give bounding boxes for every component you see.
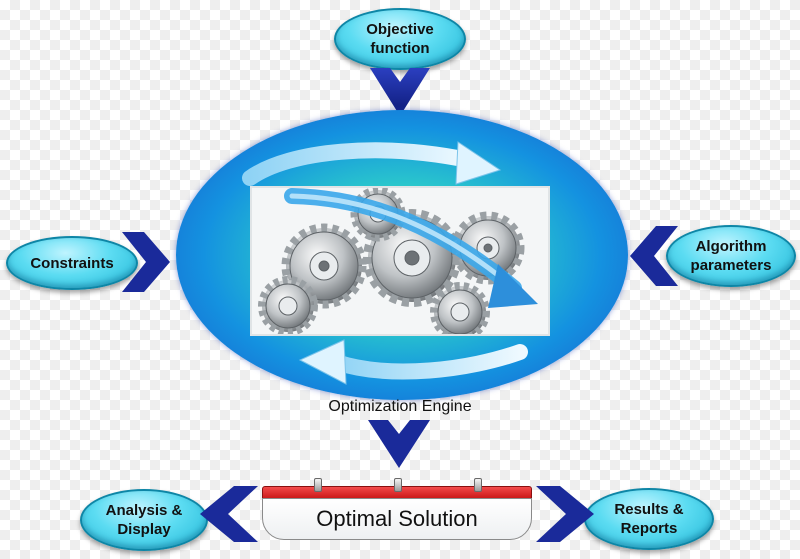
gears-icon [250, 186, 550, 336]
chevron-down-icon [368, 420, 430, 468]
binder-peg [314, 478, 322, 492]
chevron-right-icon [122, 232, 170, 292]
binder-peg [394, 478, 402, 492]
optimal-solution-box: Optimal Solution [262, 478, 532, 542]
binder-peg [474, 478, 482, 492]
analysis-display-node: Analysis & Display [80, 489, 208, 551]
chevron-down-icon [370, 68, 430, 116]
results-reports-node: Results & Reports [584, 488, 714, 550]
chevron-right-icon [536, 486, 594, 542]
optimal-solution-label: Optimal Solution [262, 498, 532, 540]
optimization-engine-label: Optimization Engine [328, 398, 472, 415]
constraints-node: Constraints [6, 236, 138, 290]
algorithm-parameters-node: Algorithm parameters [666, 225, 796, 287]
objective-function-node: Objective function [334, 8, 466, 70]
chevron-left-icon [630, 226, 678, 286]
chevron-left-icon [200, 486, 258, 542]
